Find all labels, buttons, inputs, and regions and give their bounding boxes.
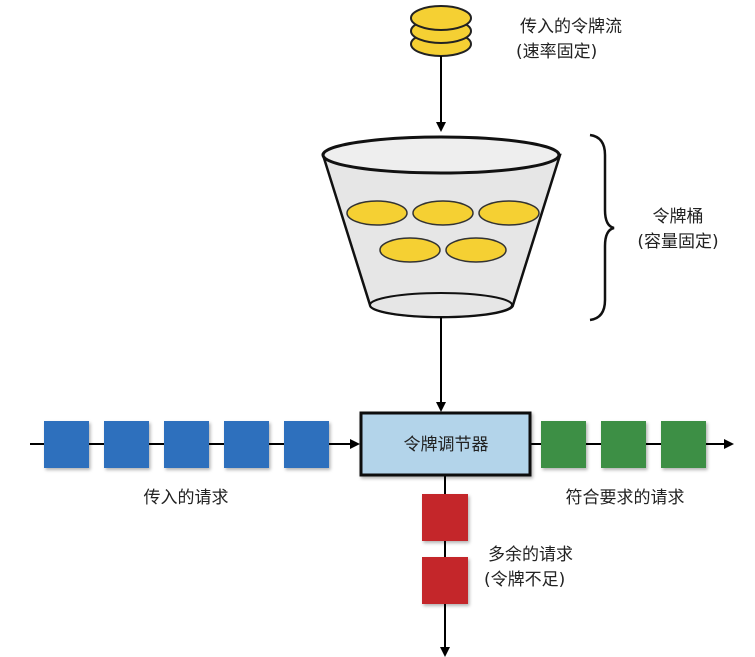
request	[422, 494, 468, 541]
request	[541, 421, 586, 468]
token-bucket	[321, 135, 562, 319]
request	[104, 421, 149, 468]
bucket-label: 令牌桶	[653, 207, 704, 227]
token-regulator: 令牌调节器	[359, 411, 532, 477]
token	[445, 237, 507, 263]
regulator-label: 令牌调节器	[404, 435, 489, 455]
bucket-tokens	[346, 200, 540, 263]
request	[661, 421, 706, 468]
conforming-requests-label: 符合要求的请求	[566, 488, 685, 508]
excess-requests-label: 多余的请求	[488, 545, 573, 565]
token	[379, 237, 441, 263]
request	[224, 421, 269, 468]
excess-requests	[422, 494, 468, 604]
token	[478, 200, 540, 226]
request	[422, 557, 468, 604]
request	[284, 421, 329, 468]
token-stream-icon	[410, 5, 472, 57]
token-stream-note: (速率固定)	[516, 42, 597, 62]
token-stream-label: 传入的令牌流	[520, 17, 622, 37]
excess-requests-note: (令牌不足)	[484, 570, 565, 590]
conforming-requests	[541, 421, 706, 468]
request	[164, 421, 209, 468]
request	[44, 421, 89, 468]
token	[412, 200, 474, 226]
incoming-requests	[44, 421, 329, 468]
incoming-requests-label: 传入的请求	[144, 488, 229, 508]
request	[601, 421, 646, 468]
token	[346, 200, 408, 226]
bucket-brace	[589, 133, 615, 322]
bucket-note: (容量固定)	[637, 232, 718, 252]
